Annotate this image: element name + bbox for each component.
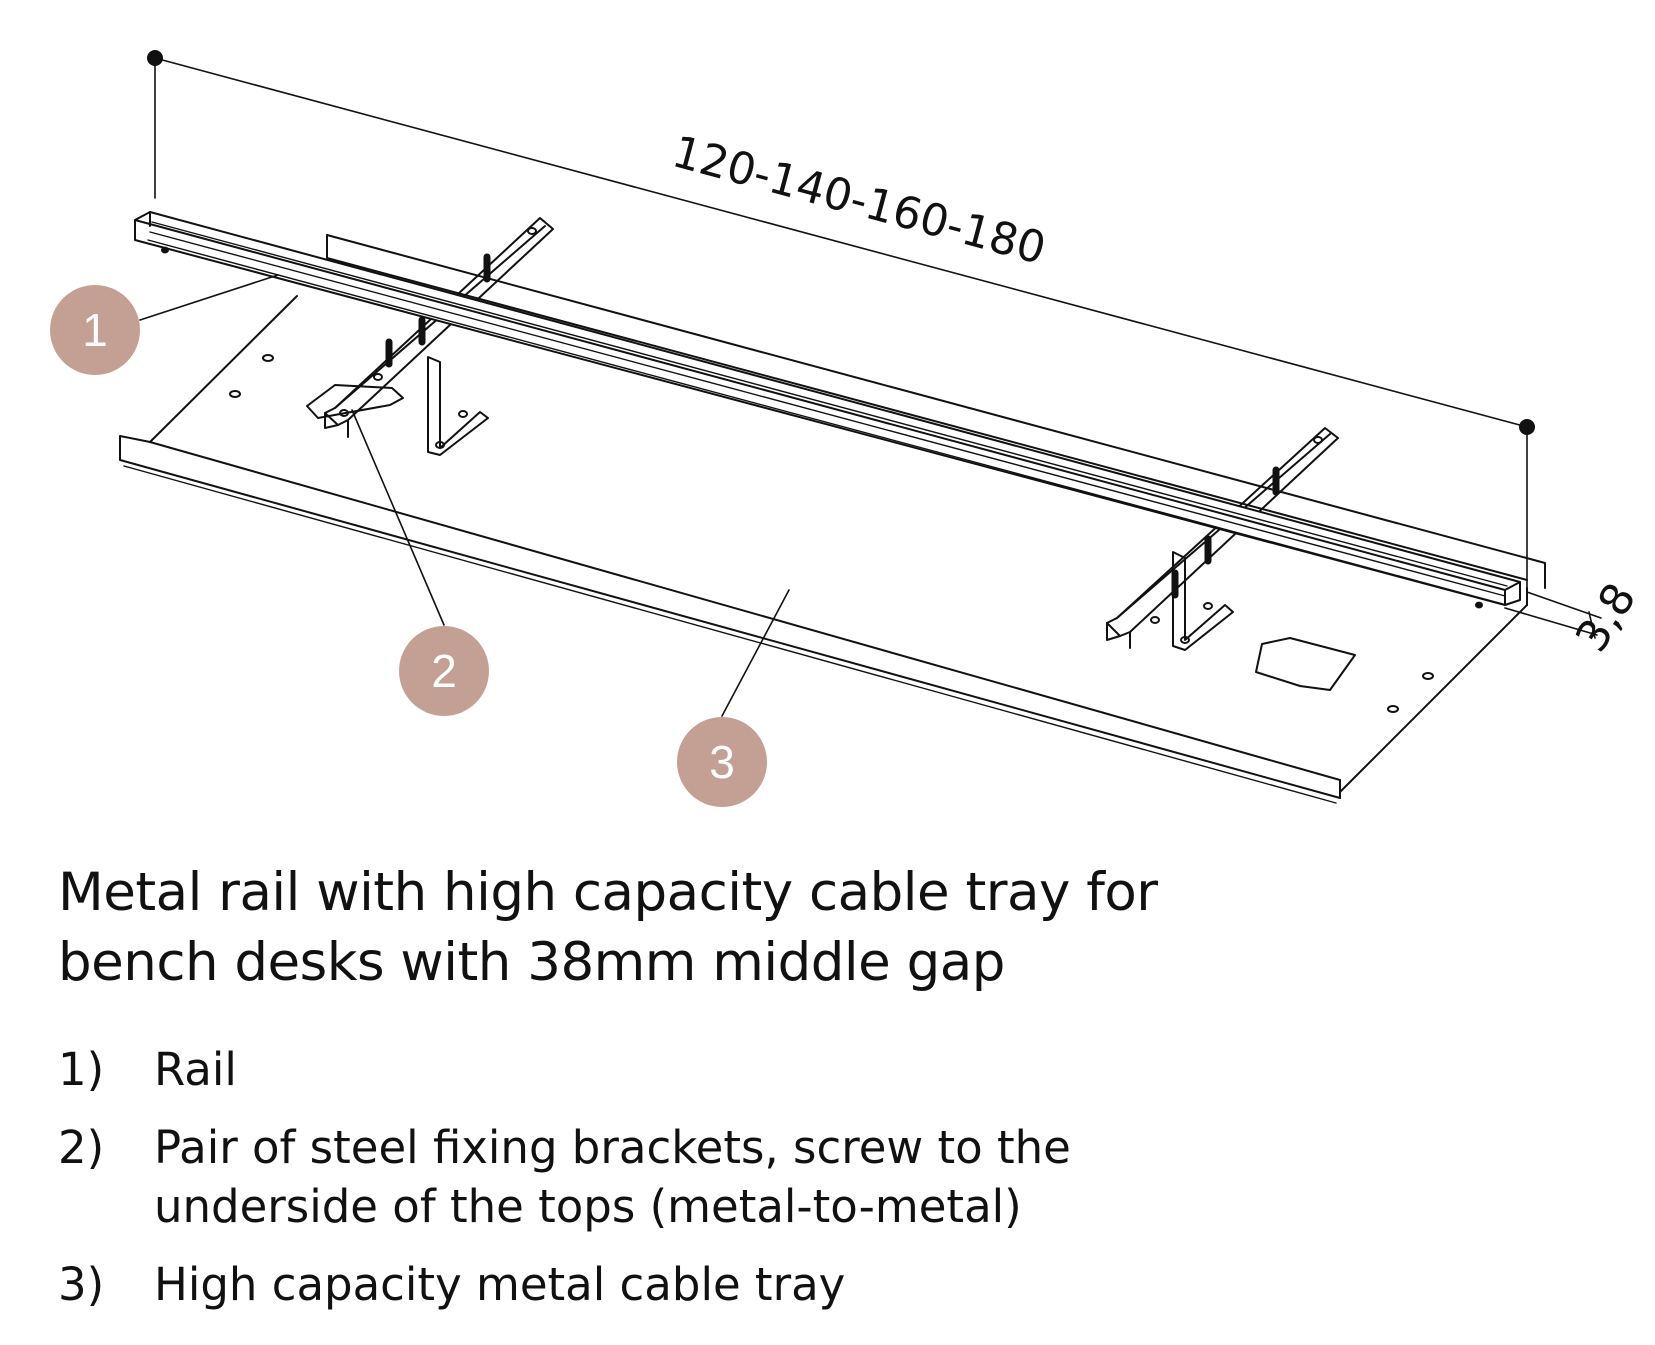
svg-text:3: 3: [709, 736, 735, 788]
parts-list-item-2: 2) Pair of steel fixing brackets, screw …: [58, 1118, 1258, 1236]
leader-lines: [139, 274, 790, 717]
callout-2: 2: [399, 626, 489, 716]
part-description: Pair of steel fixing brackets, screw to …: [154, 1121, 1071, 1233]
callout-1: 1: [50, 285, 140, 375]
part-number: 1): [58, 1043, 105, 1096]
part-description: High capacity metal cable tray: [154, 1258, 846, 1311]
length-dimension-label: 120-140-160-180: [667, 126, 1051, 275]
product-title: Metal rail with high capacity cable tray…: [58, 858, 1258, 998]
part-number: 3): [58, 1258, 105, 1311]
gap-dimension-label: 3,8: [1566, 574, 1646, 660]
product-title-line-1: Metal rail with high capacity cable tray…: [58, 862, 1158, 923]
parts-list: 1) Rail 2) Pair of steel fixing brackets…: [58, 1040, 1258, 1333]
technical-drawing: 120-140-160-180 3,8 1 2 3: [50, 50, 1646, 807]
svg-text:2: 2: [431, 645, 457, 697]
callout-3: 3: [677, 717, 767, 807]
cable-tray: [119, 234, 1546, 804]
length-dimension-line: [147, 50, 1535, 601]
parts-list-item-3: 3) High capacity metal cable tray: [58, 1255, 1258, 1314]
rail: [134, 211, 1521, 609]
product-title-line-2: bench desks with 38mm middle gap: [58, 932, 1005, 993]
svg-text:1: 1: [82, 304, 108, 356]
part-number: 2): [58, 1121, 105, 1174]
parts-list-item-1: 1) Rail: [58, 1040, 1258, 1099]
gap-dimension-line: [1504, 591, 1602, 639]
part-description: Rail: [154, 1043, 237, 1096]
